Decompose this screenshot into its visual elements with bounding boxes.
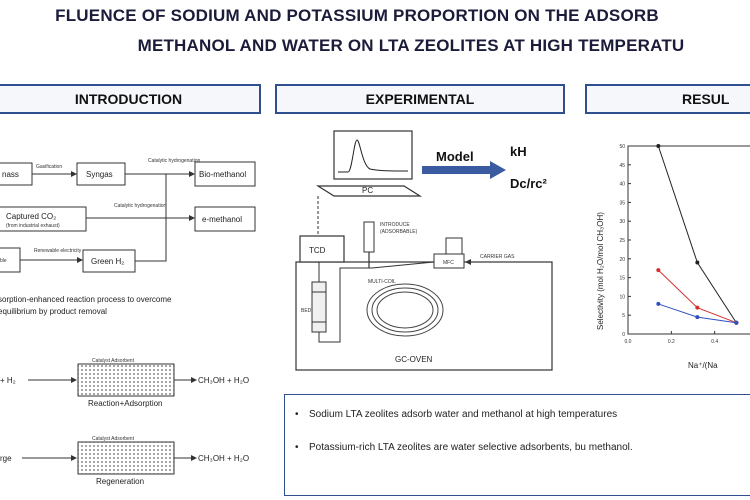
carrier-gas-label: CARRIER GAS	[480, 254, 515, 260]
catalytic-hydrogenation-2-label: Catalytic hydrogenation	[114, 203, 166, 209]
model-arrow	[422, 161, 506, 179]
mfc-label: MFC	[443, 260, 454, 266]
series-1-point	[656, 144, 661, 148]
series-3-point	[695, 315, 700, 320]
series-1-point	[695, 260, 700, 265]
captured-co2-label: Captured CO₂	[6, 212, 56, 221]
reaction-adsorption-label: Reaction+Adsorption	[88, 399, 163, 408]
injector-syringe	[363, 221, 375, 253]
conclusions-box: • Sodium LTA zeolites adsorb water and me…	[284, 394, 750, 496]
gc-oven-box	[295, 261, 553, 371]
products-2: CH₃OH + H₂O	[198, 454, 249, 463]
section-results-label: RESUL	[682, 91, 730, 107]
green-h2-label: Green H₂	[91, 257, 124, 266]
title-line-1: FLUENCE OF SODIUM AND POTASSIUM PROPORTI…	[55, 6, 659, 25]
reactor-bed-2	[77, 441, 175, 475]
y-tick-label: 35	[619, 200, 625, 206]
chart-ylabel: Selectivity (mol H₂O/mol CH₃OH)	[596, 212, 605, 330]
tcd-box	[299, 235, 345, 263]
y-tick-label: 20	[619, 257, 625, 263]
section-introduction: INTRODUCTION	[0, 84, 261, 114]
y-tick-label: 45	[619, 163, 625, 169]
coil-outer	[366, 283, 444, 337]
biomass-label: nass	[2, 170, 19, 179]
y-tick-label: 15	[619, 276, 625, 282]
injector-label-2: (ADSORBABLE)	[380, 229, 418, 235]
bio-methanol-box	[194, 161, 256, 187]
chromatogram-peak	[338, 139, 409, 173]
catalytic-hydrogenation-label: Catalytic hydrogenation	[148, 158, 200, 164]
catalyst-adsorbent-2: Catalyst Adsorbent	[92, 436, 135, 442]
section-experimental-label: EXPERIMENTAL	[365, 91, 475, 107]
bed-side-label: BED	[301, 308, 312, 314]
conclusion-bullet-2: • Potassium-rich LTA zeolites are water s…	[295, 441, 750, 455]
conclusion-bullet-1: • Sodium LTA zeolites adsorb water and me…	[295, 409, 617, 420]
captured-co2-box	[0, 206, 87, 232]
dc-rc2-label: Dc/rc²	[510, 176, 548, 191]
gasification-label: Gasification	[36, 164, 62, 170]
bio-methanol-label: Bio-methanol	[199, 170, 246, 179]
process-note-line2: equilibrium by product removal	[0, 307, 107, 316]
series-3-point	[734, 320, 739, 325]
column-label: MULTI-COIL	[368, 279, 396, 285]
y-tick-label: 0	[622, 332, 625, 338]
series-2-point	[695, 305, 700, 310]
valve-box	[445, 237, 463, 255]
series-2-point	[656, 268, 661, 273]
gc-oven-label: GC-OVEN	[395, 355, 433, 364]
x-tick-label: 0.0	[625, 339, 632, 345]
pc-keyboard	[315, 185, 423, 197]
reactor-bed-1	[77, 363, 175, 397]
process-note-line1: sorption-enhanced reaction process to ov…	[0, 295, 172, 304]
kh-label: kH	[510, 144, 527, 159]
reactants-left: + H₂	[0, 376, 16, 385]
x-tick-label: 0.4	[711, 339, 718, 345]
chart-xlabel: Na⁺/(Na	[688, 361, 718, 370]
injector-label-1: INTRODUCE	[380, 222, 410, 228]
y-tick-label: 25	[619, 238, 625, 244]
e-methanol-box	[194, 206, 256, 232]
y-tick-label: 40	[619, 182, 625, 188]
section-introduction-label: INTRODUCTION	[74, 91, 183, 107]
y-tick-label: 50	[619, 144, 625, 150]
experimental-setup-diagram: PC Model kH Dc/rc² GC-OVEN TCD BED MULTI…	[295, 130, 553, 371]
renewable-electricity-label: Renewable electricity	[34, 248, 82, 254]
pc-label: PC	[362, 186, 373, 195]
conclusion-text-2: Potassium-rich LTA zeolites are water se…	[309, 442, 633, 453]
section-results: RESUL	[585, 84, 750, 114]
title-line-2: METHANOL AND WATER ON LTA ZEOLITES AT HI…	[137, 36, 685, 55]
section-experimental: EXPERIMENTAL	[275, 84, 565, 114]
bed-column	[311, 281, 327, 333]
captured-co2-sub: (from industrial exhaust)	[6, 223, 60, 229]
purge-left: rge	[0, 454, 12, 463]
conclusion-text-1: Sodium LTA zeolites adsorb water and met…	[309, 409, 618, 420]
catalyst-adsorbent-1: Catalyst Adsorbent	[92, 358, 135, 364]
products-1: CH₃OH + H₂O	[198, 376, 249, 385]
intro-flow-diagram: nass Gasification Syngas Catalytic hydro…	[0, 158, 256, 486]
regeneration-label: Regeneration	[96, 477, 144, 486]
series-3-point	[656, 301, 661, 306]
y-tick-label: 30	[619, 219, 625, 225]
renewable-source-label: ble	[0, 258, 7, 264]
model-label: Model	[436, 149, 474, 164]
e-methanol-label: e-methanol	[202, 215, 242, 224]
y-tick-label: 5	[622, 313, 625, 319]
bullet-dot-1: •	[295, 409, 299, 420]
syngas-label: Syngas	[86, 170, 113, 179]
y-tick-label: 10	[619, 294, 625, 300]
bullet-dot-2: •	[295, 442, 299, 453]
plot-area	[627, 145, 750, 335]
selectivity-chart: 0 5 10 15 20 25 30 35 40 45 50 0.0 0.2 0.4 Selectivit…	[596, 144, 750, 370]
x-tick-label: 0.2	[668, 339, 675, 345]
tcd-label: TCD	[309, 246, 326, 255]
